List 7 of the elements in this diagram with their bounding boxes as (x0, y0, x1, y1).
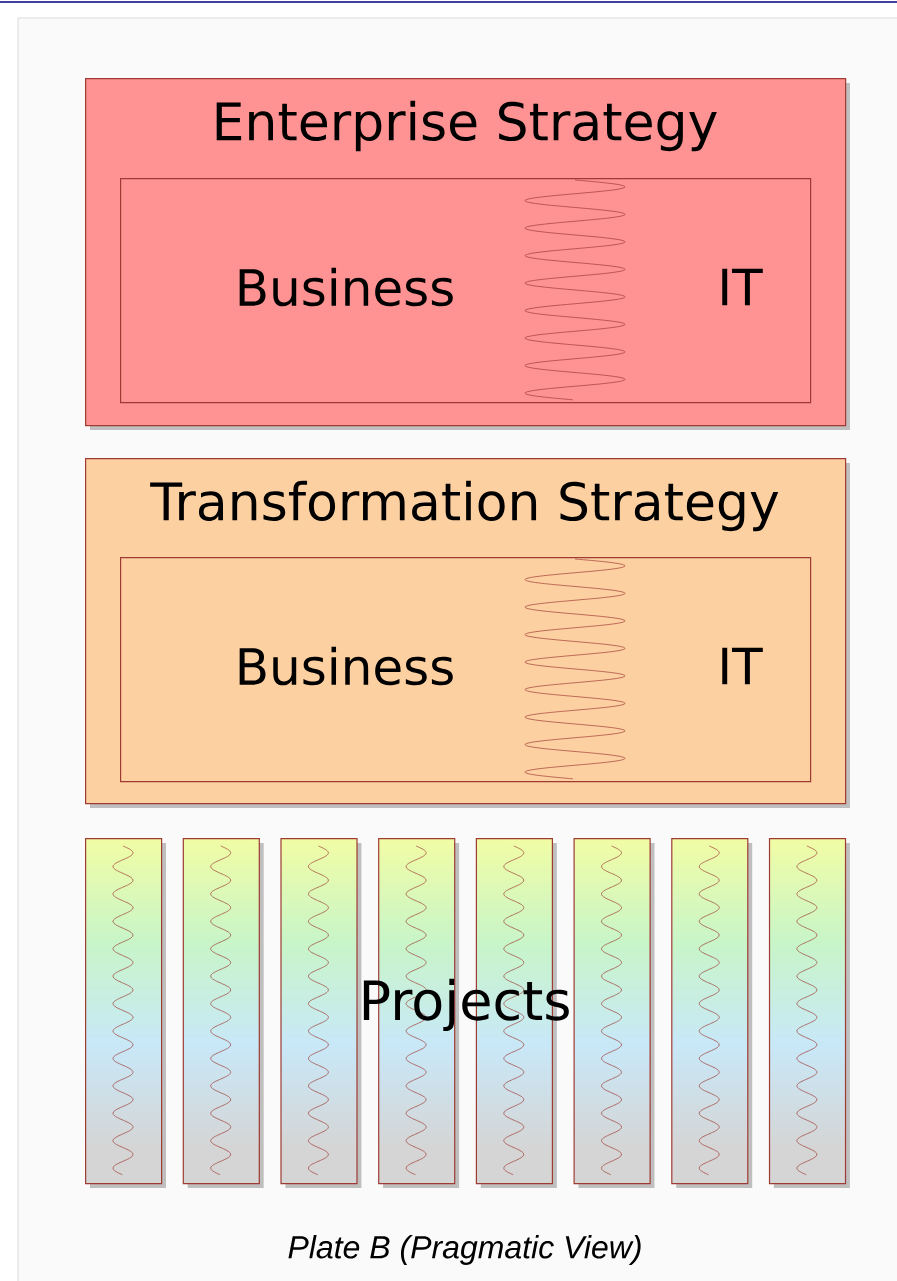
project-bar (85, 838, 166, 1188)
project-bar (182, 838, 264, 1188)
project-bar (573, 838, 655, 1188)
project-bar (768, 838, 850, 1188)
caption: Plate B (Pragmatic View) (288, 1235, 641, 1265)
project-bar (671, 838, 753, 1188)
project-bar (280, 838, 362, 1188)
